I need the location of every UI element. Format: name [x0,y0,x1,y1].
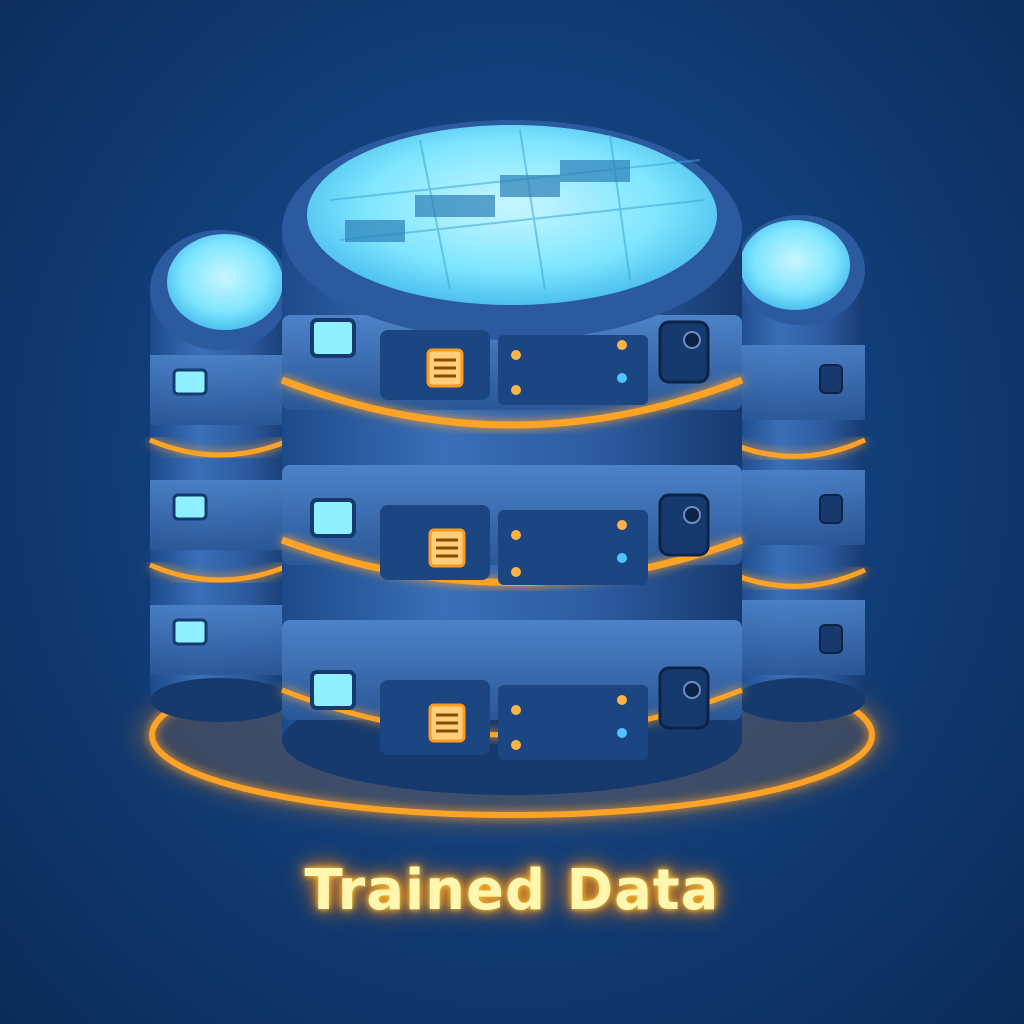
left-server-stack [149,230,291,722]
glowing-ring [280,376,744,429]
power-button-icon [658,493,710,557]
data-screen-icon [172,618,208,646]
server-unit-1 [310,318,710,405]
server-unit-3 [310,666,710,760]
data-screen-icon [310,318,356,358]
power-button-icon [658,666,710,730]
data-screen-icon [172,493,208,521]
data-screen-icon [310,498,356,538]
caption-title: Trained Data [304,858,720,923]
power-button-icon [819,364,843,394]
data-screen-icon [310,670,356,710]
center-server-stack [280,120,744,795]
power-button-icon [819,494,843,524]
power-button-icon [658,320,710,384]
data-screen-icon [172,368,208,396]
right-server-stack [734,215,867,722]
server-unit-2 [310,493,710,585]
power-button-icon [819,624,843,654]
